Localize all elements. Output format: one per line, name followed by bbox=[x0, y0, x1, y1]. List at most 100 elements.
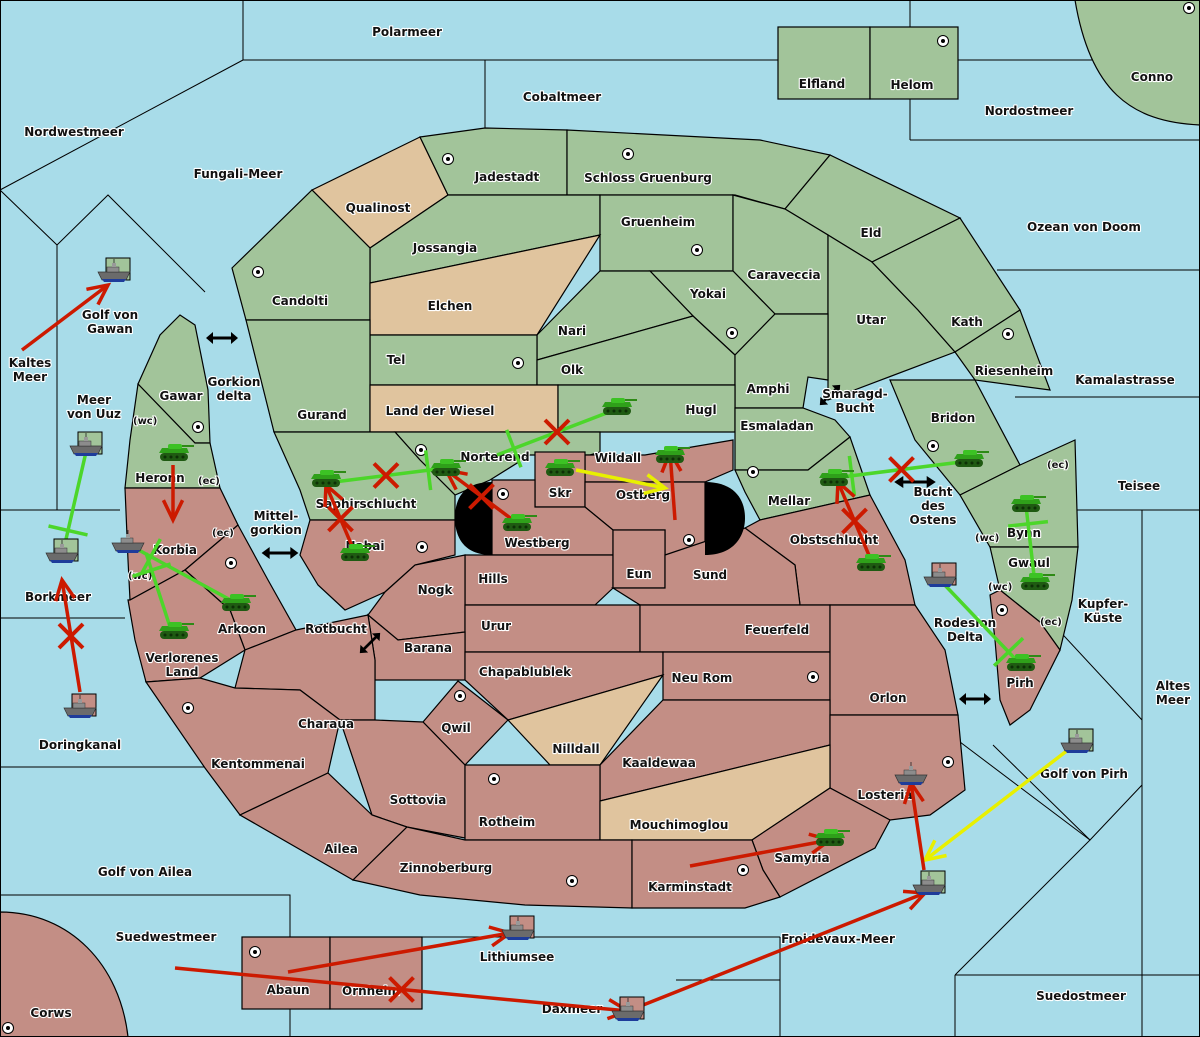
fleet-unit[interactable] bbox=[501, 915, 535, 941]
territory-abaun[interactable] bbox=[241, 936, 331, 1010]
coast-tag-heronn-ec: (ec) bbox=[198, 476, 220, 487]
label-ailea: Ailea bbox=[324, 842, 358, 856]
label-charaua: Charaua bbox=[298, 717, 354, 731]
territory-orlon[interactable] bbox=[829, 604, 959, 716]
fleet-unit[interactable] bbox=[923, 562, 957, 588]
label-polarmeer: Polarmeer bbox=[372, 25, 442, 39]
order-support bbox=[496, 407, 618, 468]
fleet-unit[interactable] bbox=[63, 693, 97, 719]
failed-order-x-icon bbox=[841, 507, 868, 535]
label-cobaltmeer: Cobaltmeer bbox=[523, 90, 601, 104]
fleet-unit[interactable] bbox=[611, 996, 645, 1022]
label-utar: Utar bbox=[856, 313, 886, 327]
fleet-unit[interactable] bbox=[97, 257, 131, 283]
label-samyria: Samyria bbox=[774, 851, 829, 865]
territory-corws[interactable] bbox=[0, 911, 129, 1037]
label-qualinost: Qualinost bbox=[346, 201, 411, 215]
order-support bbox=[833, 455, 970, 496]
label-gwaul: Gwaul bbox=[1008, 556, 1050, 570]
label-olk: Olk bbox=[561, 363, 584, 377]
label-corws: Corws bbox=[30, 1006, 71, 1020]
order-line bbox=[689, 838, 831, 868]
label-caraveccia: Caraveccia bbox=[747, 268, 820, 282]
supply-center-icon bbox=[726, 327, 738, 339]
support-bar-icon bbox=[48, 524, 88, 537]
supply-center-icon bbox=[488, 773, 500, 785]
territory-conno[interactable] bbox=[1074, 0, 1200, 126]
label-eld: Eld bbox=[861, 226, 882, 240]
supply-center-icon bbox=[1183, 2, 1195, 14]
labels: PolarmeerCobaltmeerNordwestmeerFungali-M… bbox=[8, 24, 1192, 1021]
label-teisee: Teisee bbox=[1118, 479, 1160, 493]
label-amphi: Amphi bbox=[746, 382, 789, 396]
supply-center-icon bbox=[182, 702, 194, 714]
label-hills: Hills bbox=[478, 572, 508, 586]
label-candolti: Candolti bbox=[272, 294, 328, 308]
failed-order-x-icon bbox=[327, 505, 354, 533]
label-pirh: Pirh bbox=[1006, 676, 1033, 690]
territory-hugl[interactable] bbox=[557, 384, 736, 433]
label-smaragd: Smaragd-Bucht bbox=[822, 387, 887, 415]
order-support bbox=[134, 538, 237, 605]
territory-eun[interactable] bbox=[612, 529, 666, 589]
label-kath: Kath bbox=[951, 315, 983, 329]
label-land-wiesel: Land der Wiesel bbox=[386, 404, 495, 418]
support-bar-icon bbox=[423, 450, 433, 491]
label-sottovia: Sottovia bbox=[390, 793, 447, 807]
fleet-unit[interactable] bbox=[69, 431, 103, 457]
territory-saphirschlucht[interactable] bbox=[273, 431, 456, 521]
fleet-unit[interactable] bbox=[1060, 728, 1094, 754]
label-suedwestmeer: Suedwestmeer bbox=[116, 930, 217, 944]
order-support bbox=[132, 552, 174, 634]
territory-ailea[interactable] bbox=[238, 772, 409, 881]
label-kentommenai: Kentommenai bbox=[211, 757, 305, 771]
supply-center-icon bbox=[691, 244, 703, 256]
fleet-unit[interactable] bbox=[912, 870, 946, 896]
label-froidevaux: Froidevaux-Meer bbox=[781, 932, 895, 946]
label-schloss: Schloss Gruenburg bbox=[584, 171, 712, 185]
order-support bbox=[48, 451, 88, 549]
order-line bbox=[909, 782, 926, 871]
label-nogk: Nogk bbox=[418, 583, 454, 597]
impassable-east bbox=[705, 482, 745, 555]
supply-center-icon bbox=[249, 946, 261, 958]
territory-riesenheim[interactable] bbox=[954, 309, 1051, 391]
order-move bbox=[161, 465, 185, 525]
label-rotbucht: Rotbucht bbox=[305, 622, 367, 636]
supply-center-icon bbox=[566, 875, 578, 887]
label-arkoon: Arkoon bbox=[218, 622, 266, 636]
supply-center-icon bbox=[497, 488, 509, 500]
units bbox=[45, 257, 1094, 1022]
label-hugl: Hugl bbox=[685, 403, 716, 417]
label-elfland: Elfland bbox=[799, 77, 845, 91]
label-nordostmeer: Nordostmeer bbox=[985, 104, 1074, 118]
failed-order-x-icon bbox=[372, 462, 400, 489]
label-suedostmeer: Suedostmeer bbox=[1036, 989, 1126, 1003]
order-line bbox=[668, 451, 677, 521]
label-skr: Skr bbox=[549, 486, 572, 500]
label-rotheim: Rotheim bbox=[479, 815, 536, 829]
label-riesenheim: Riesenheim bbox=[975, 364, 1054, 378]
failed-order-x-icon bbox=[888, 456, 915, 483]
label-fungali: Fungali-Meer bbox=[194, 167, 283, 181]
failed-order-x-icon bbox=[543, 418, 571, 446]
support-bar-icon bbox=[505, 429, 523, 468]
label-kaaldewaa: Kaaldewaa bbox=[622, 756, 696, 770]
label-saphirschlucht: Saphirschlucht bbox=[316, 497, 417, 511]
label-mouchimoglou: Mouchimoglou bbox=[630, 818, 729, 832]
fleet-unit[interactable] bbox=[45, 538, 79, 564]
label-nordwestmeer: Nordwestmeer bbox=[24, 125, 124, 139]
order-line bbox=[1024, 505, 1037, 585]
supply-center-icon bbox=[747, 466, 759, 478]
territory-bynn[interactable] bbox=[959, 439, 1079, 548]
order-support bbox=[325, 450, 447, 491]
label-golf-pirh: Golf von Pirh bbox=[1040, 767, 1128, 781]
order-line bbox=[627, 891, 926, 1013]
territory-gruenheim[interactable] bbox=[599, 194, 734, 272]
